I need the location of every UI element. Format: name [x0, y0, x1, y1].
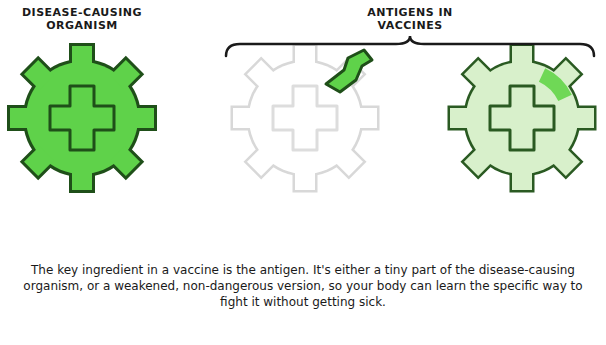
organism-label: DISEASE-CAUSING ORGANISM	[20, 6, 144, 32]
antigen-fragment	[326, 50, 372, 92]
group-bracket	[226, 36, 594, 56]
organism-gear	[10, 46, 154, 190]
faded-gear	[233, 46, 377, 190]
caption-text: The key ingredient in a vaccine is the a…	[23, 262, 583, 310]
weakened-gear	[450, 46, 594, 190]
group-label: ANTIGENS IN VACCINES	[358, 6, 462, 32]
